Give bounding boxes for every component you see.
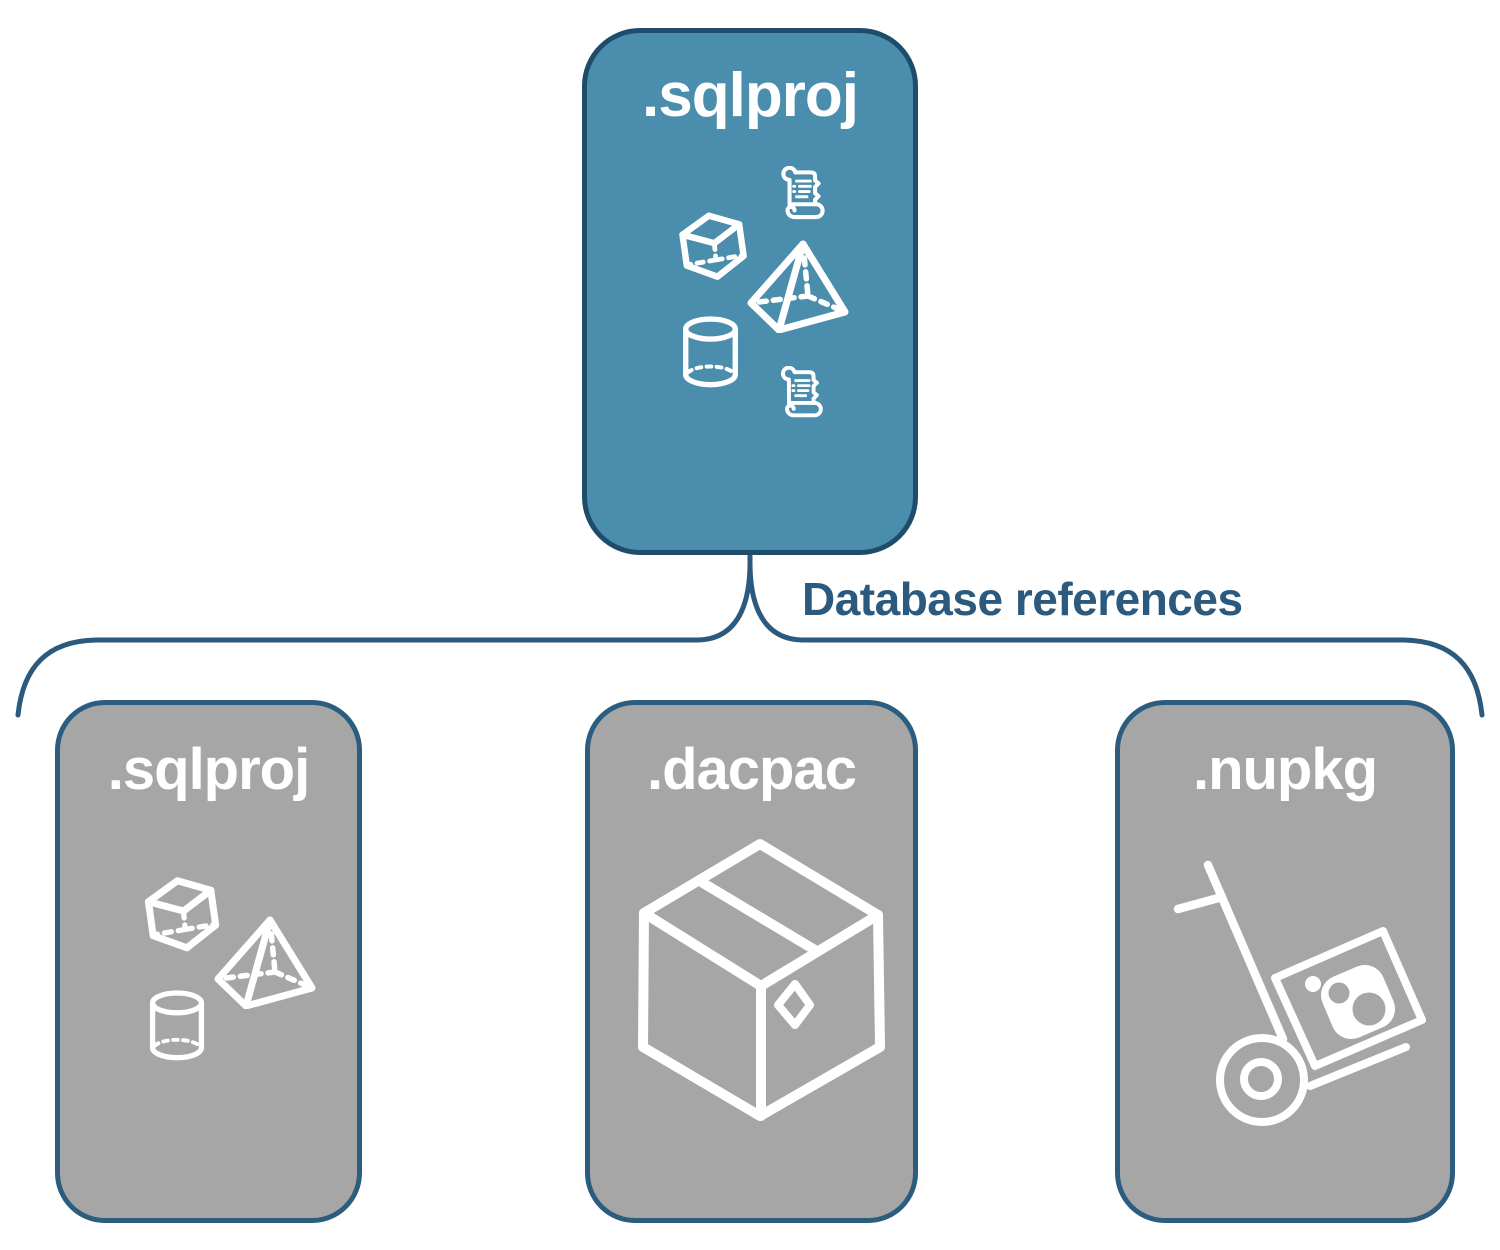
node-root-sqlproj: .sqlproj [582,28,918,555]
node-child-sqlproj: .sqlproj [55,700,362,1223]
node-label: .sqlproj [642,61,859,130]
pyramid-icon [745,239,849,333]
node-label: .nupkg [1192,737,1378,802]
package-box-icon [635,838,885,1128]
hand-truck-package-icon [1165,853,1435,1133]
scroll-icon [771,166,829,224]
connector-label: Database references [802,573,1243,625]
node-label: .sqlproj [107,737,310,802]
cylinder-icon [144,988,210,1064]
pyramid-icon [212,915,316,1009]
node-child-nupkg: .nupkg [1115,700,1455,1223]
scroll-icon [771,366,827,422]
node-child-dacpac: .dacpac [585,700,918,1223]
node-label: .dacpac [647,737,857,802]
cylinder-icon [677,315,744,390]
